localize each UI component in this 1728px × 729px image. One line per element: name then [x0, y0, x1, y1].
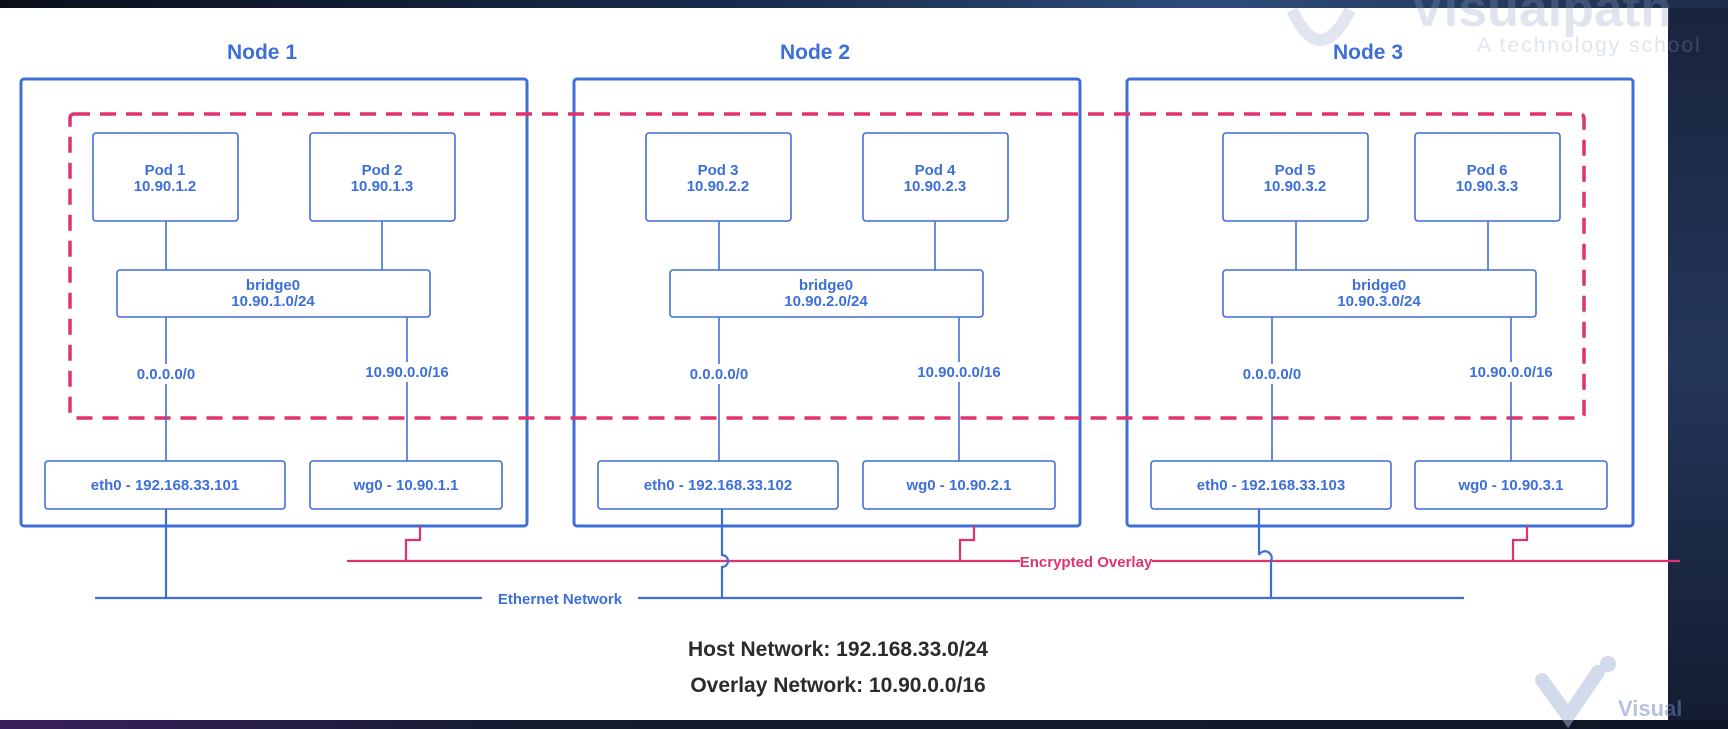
pod-5-name: Pod 5: [1275, 162, 1316, 179]
top-dark-bar: [0, 0, 1728, 8]
wg-2-box: [862, 460, 1056, 510]
wg-1-box: [309, 460, 503, 510]
watermark-brand: Visualpath: [1410, 0, 1672, 38]
wg-2-label: wg0 - 10.90.2.1: [905, 477, 1011, 494]
node-2-internals: Pod 3 10.90.2.2 Pod 4 10.90.2.3 bridge0 …: [597, 132, 1056, 510]
ethernet-network: Ethernet Network: [95, 509, 1464, 608]
eth-2-drop: [720, 509, 730, 598]
node-3: Node 3: [1125, 41, 1635, 528]
diagram-canvas: [0, 8, 1668, 720]
wg-2-overlay-drop: [958, 526, 976, 561]
wg-1-overlay-drop: [404, 526, 422, 561]
ethernet-network-label: Ethernet Network: [498, 591, 623, 608]
pod-1-ip: 10.90.1.2: [134, 178, 197, 195]
pod-2-name: Pod 2: [362, 162, 403, 179]
route-2-default-bg: [677, 364, 761, 384]
route-2-overlay: 10.90.0.0/16: [917, 364, 1000, 381]
route-3-default-bg: [1230, 364, 1314, 384]
wg-3-overlay-drop: [1511, 526, 1529, 561]
node-3-title: Node 3: [1333, 41, 1403, 64]
host-network-summary: Host Network: 192.168.33.0/24: [688, 638, 988, 661]
watermark-tagline: A technology school: [1477, 34, 1702, 57]
overlay-network-summary: Overlay Network: 10.90.0.0/16: [690, 674, 985, 697]
bridge-1-name: bridge0: [246, 277, 300, 294]
bridge-3-box: [1222, 269, 1537, 318]
pod-2-ip: 10.90.1.3: [351, 178, 414, 195]
bridge-1-cidr: 10.90.1.0/24: [231, 293, 315, 310]
route-3-overlay-bg: [1454, 362, 1568, 382]
route-1-default-bg: [124, 364, 208, 384]
pod-3-ip: 10.90.2.2: [687, 178, 750, 195]
eth-3-box: [1150, 460, 1392, 510]
right-dark-strip: [1668, 8, 1728, 720]
route-2-default: 0.0.0.0/0: [690, 366, 748, 383]
node-3-box: [1125, 77, 1635, 528]
pod-3-name: Pod 3: [698, 162, 739, 179]
pod-5-ip: 10.90.3.2: [1264, 178, 1327, 195]
bridge-3-cidr: 10.90.3.0/24: [1337, 293, 1421, 310]
wg-3-label: wg0 - 10.90.3.1: [1457, 477, 1563, 494]
overlay-network-label: Encrypted Overlay: [1020, 554, 1153, 571]
node-3-internals: Pod 5 10.90.3.2 Pod 6 10.90.3.3 bridge0 …: [1150, 132, 1608, 510]
watermark-logo-top: Visualpath A technology school: [1286, 0, 1702, 57]
bridge-2-box: [669, 269, 984, 318]
bottom-dark-bar: [0, 720, 1728, 729]
wg-3-box: [1414, 460, 1608, 510]
node-2-box: [572, 77, 1082, 528]
route-1-overlay: 10.90.0.0/16: [365, 364, 448, 381]
node-2: Node 2: [572, 41, 1082, 528]
pod-4-name: Pod 4: [915, 162, 956, 179]
wg-1-label: wg0 - 10.90.1.1: [352, 477, 458, 494]
pod-6-ip: 10.90.3.3: [1456, 178, 1519, 195]
bridge-2-cidr: 10.90.2.0/24: [784, 293, 868, 310]
eth-2-label: eth0 - 192.168.33.102: [644, 477, 792, 494]
encrypted-overlay-network: Encrypted Overlay: [347, 526, 1680, 571]
node-1-box: [19, 77, 529, 528]
route-2-overlay-bg: [902, 362, 1016, 382]
pod-4-ip: 10.90.2.3: [904, 178, 967, 195]
node-1-internals: Pod 1 10.90.1.2 Pod 2 10.90.1.3 bridge0 …: [44, 132, 503, 510]
eth-2-box: [597, 460, 839, 510]
pod-1-name: Pod 1: [145, 162, 186, 179]
route-3-default: 0.0.0.0/0: [1243, 366, 1301, 383]
bridge-3-name: bridge0: [1352, 277, 1406, 294]
bridge-2-name: bridge0: [799, 277, 853, 294]
eth-3-drop: [1257, 509, 1273, 598]
pod-6-name: Pod 6: [1467, 162, 1508, 179]
watermark-logo-text: Visual: [1618, 696, 1682, 721]
bridge-1-box: [116, 269, 431, 318]
route-3-overlay: 10.90.0.0/16: [1469, 364, 1552, 381]
node-2-title: Node 2: [780, 41, 850, 64]
eth-3-label: eth0 - 192.168.33.103: [1197, 477, 1345, 494]
node-1-title: Node 1: [227, 41, 297, 64]
route-1-overlay-bg: [350, 362, 464, 382]
eth-1-label: eth0 - 192.168.33.101: [91, 477, 239, 494]
visualpath-logo-icon: Visual: [1535, 656, 1682, 729]
route-1-default: 0.0.0.0/0: [137, 366, 195, 383]
node-1: Node 1: [19, 41, 529, 528]
